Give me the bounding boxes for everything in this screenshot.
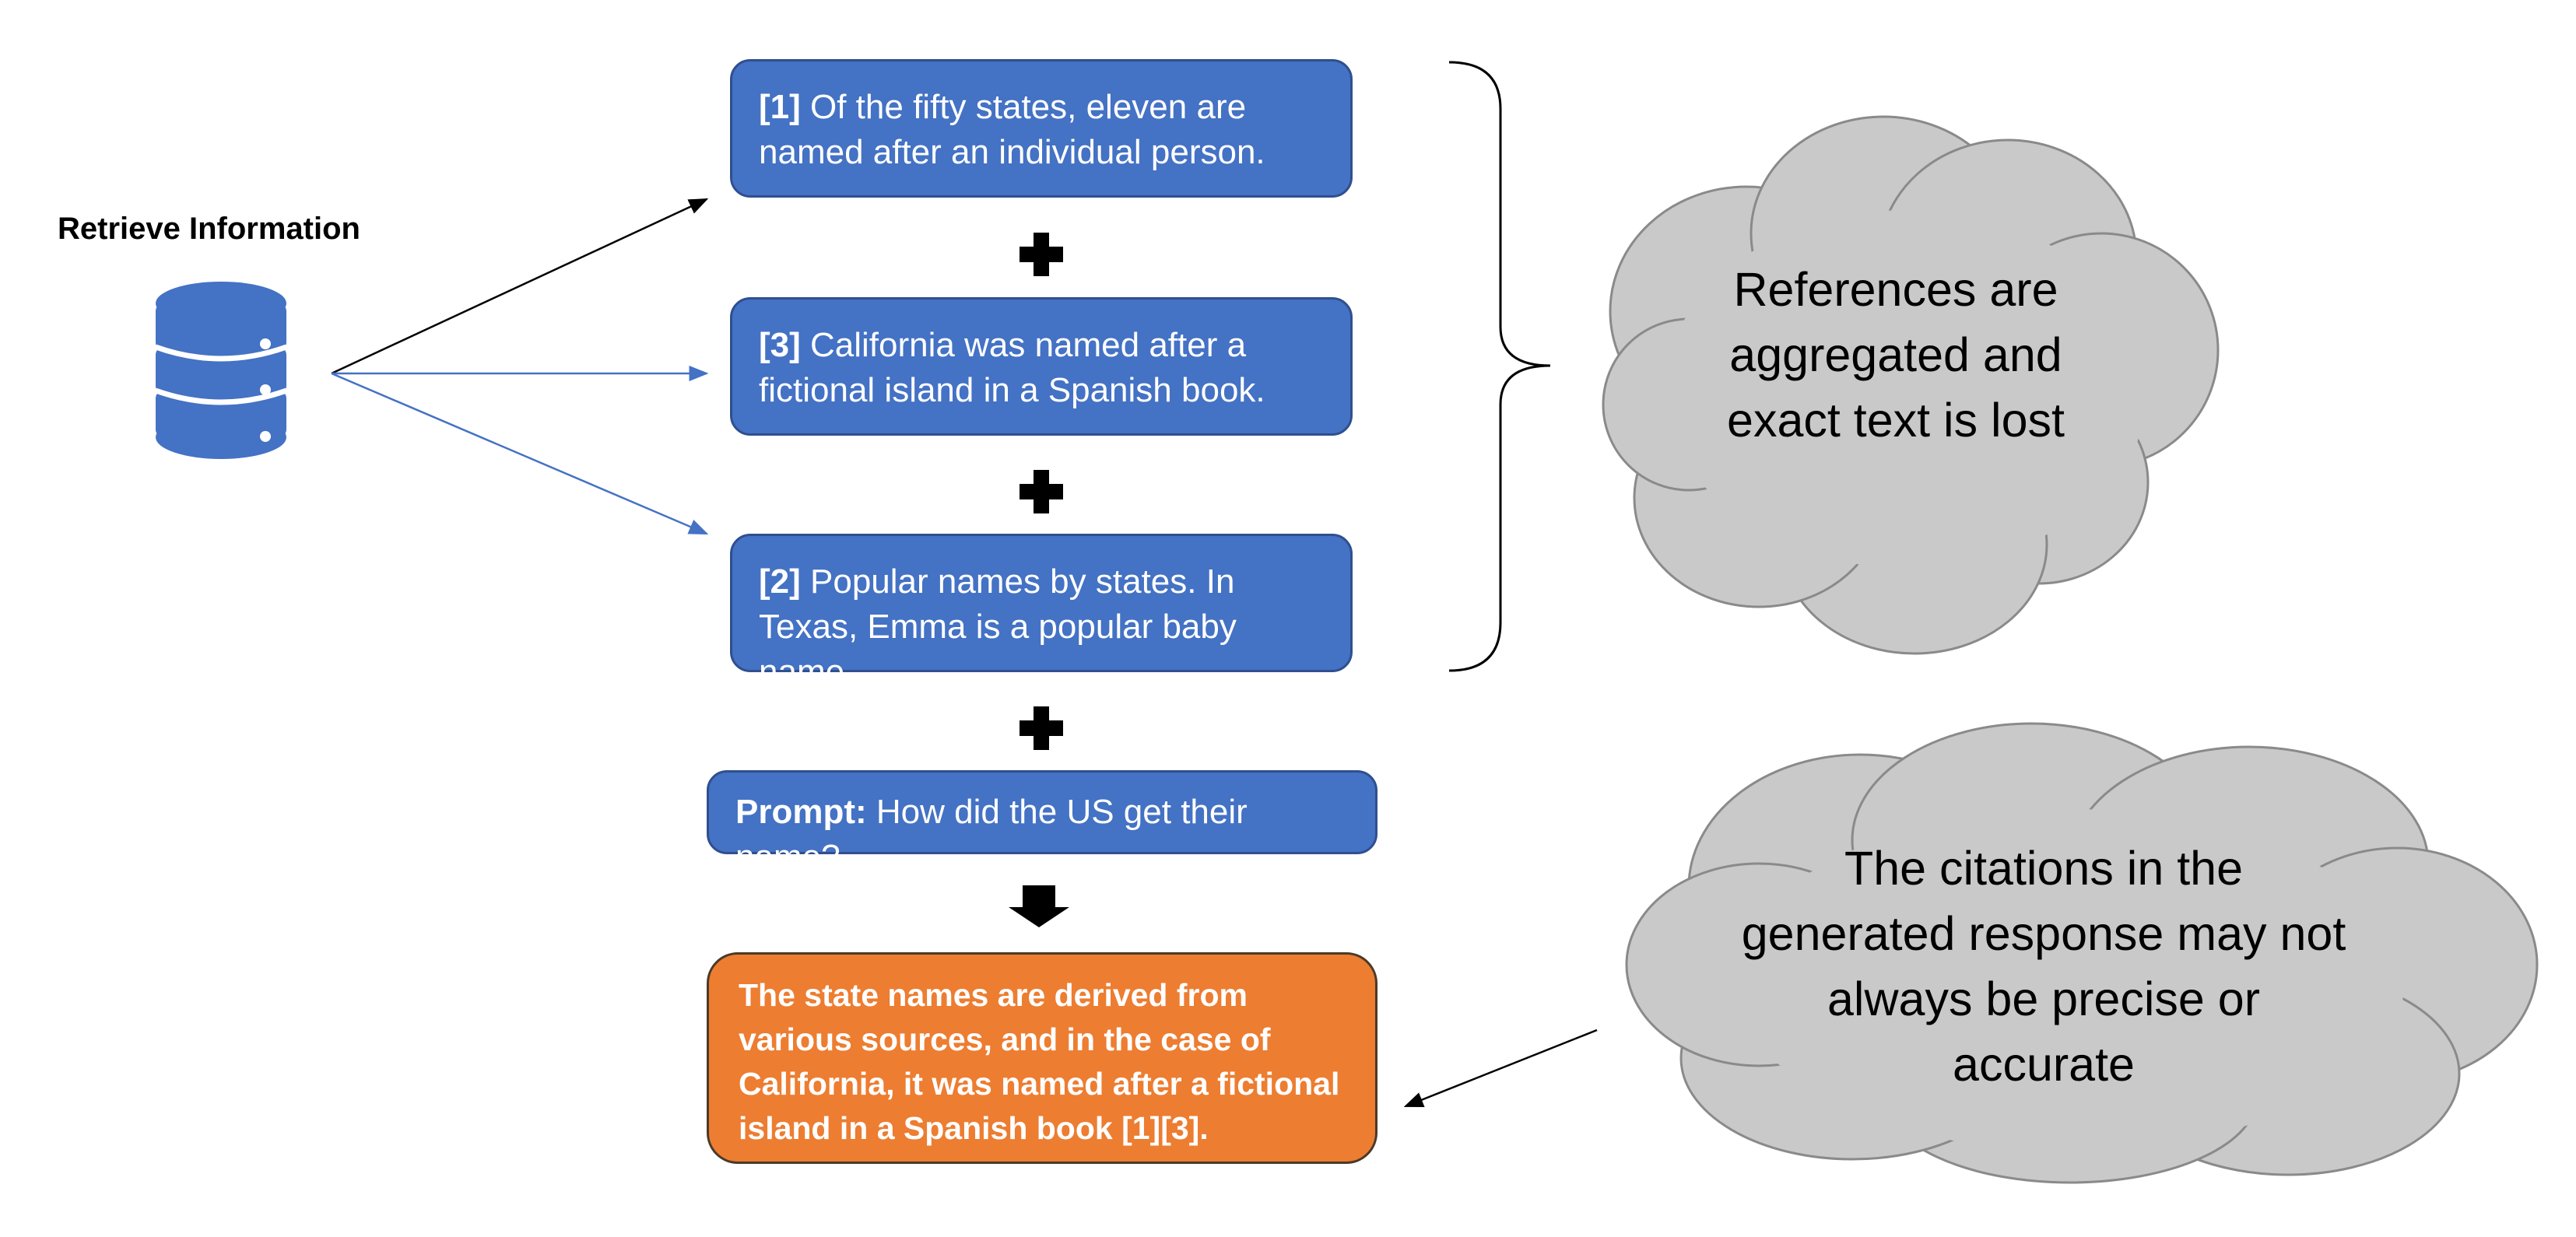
retrieve-title: Retrieve Information	[58, 212, 360, 246]
reference-text: Popular names by states. In Texas, Emma …	[759, 562, 1237, 691]
arrow-to-ref-1	[331, 198, 709, 375]
response-box: The state names are derived from various…	[707, 952, 1377, 1164]
reference-text: Of the fifty states, eleven are named af…	[759, 88, 1265, 171]
reference-box-3: [3] California was named after a fiction…	[730, 297, 1353, 436]
plus-icon	[1020, 470, 1063, 513]
reference-tag: [2]	[759, 562, 801, 601]
prompt-label: Prompt:	[735, 793, 867, 831]
right-brace	[1448, 61, 1551, 672]
response-text: The state names are derived from various…	[739, 977, 1340, 1146]
plus-icon	[1020, 706, 1063, 750]
arrow-cloud-to-response	[1403, 1028, 1598, 1108]
reference-text: California was named after a fictional i…	[759, 326, 1265, 409]
prompt-box: Prompt: How did the US get their name?	[707, 770, 1377, 876]
database-icon	[154, 282, 288, 459]
reference-tag: [3]	[759, 326, 801, 364]
cloud-top	[1602, 115, 2220, 655]
plus-icon	[1020, 233, 1063, 276]
cloud-bottom	[1625, 722, 2539, 1184]
cloud-top-text: References are aggregated and exact text…	[1727, 263, 2065, 447]
reference-box-1: [1] Of the fifty states, eleven are name…	[730, 59, 1353, 198]
prompt-text: How did the US get their name?	[735, 793, 1248, 876]
cloud-bottom-text: The citations in the generated response …	[1741, 842, 2346, 1091]
reference-box-2: [2] Popular names by states. In Texas, E…	[730, 534, 1353, 691]
reference-tag: [1]	[759, 88, 801, 126]
down-arrow-icon	[1009, 885, 1069, 927]
arrow-to-ref-2	[331, 372, 709, 535]
